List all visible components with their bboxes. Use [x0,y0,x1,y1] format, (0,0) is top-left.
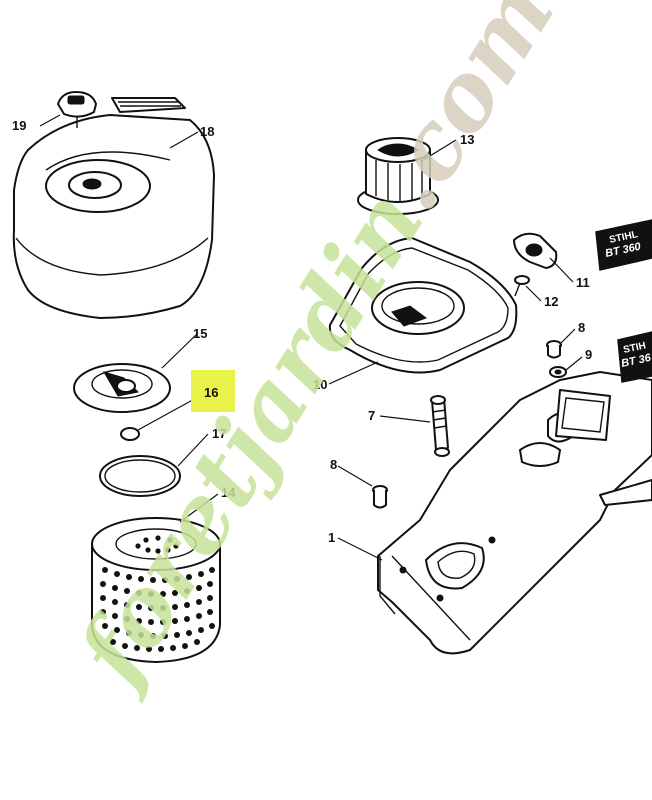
label-1: 1 [328,530,335,545]
part-1-housing [377,371,652,655]
part-8-screw-upper [546,340,562,359]
part-18-filter-cover [12,97,215,319]
part-11-flange [513,232,558,269]
label-8-lower: 8 [330,457,337,472]
decal-stihl-bt360: STIHL BT 360 [595,219,652,271]
part-labels: 19 18 15 16 17 14 13 11 12 8 9 10 7 8 1 [12,118,592,545]
part-14-filter-element [91,517,221,663]
decal-stihl-bt360-partial: STIH BT 36 [617,331,652,383]
part-7-stud [430,395,450,457]
label-8-upper: 8 [578,320,585,335]
part-15-retainer [73,363,171,413]
ribbed-grip-pad [111,97,186,113]
label-14: 14 [221,485,236,500]
label-18: 18 [200,124,214,139]
part-13-pre-filter [357,137,439,215]
label-17: 17 [212,426,226,441]
label-19: 19 [12,118,26,133]
label-12: 12 [544,294,558,309]
label-16: 16 [204,385,218,400]
label-7: 7 [368,408,375,423]
label-11: 11 [576,275,590,290]
label-9: 9 [585,347,592,362]
part-17-large-o-ring [99,455,181,497]
part-9-washer [549,366,567,378]
part-19-knob [57,91,97,128]
part-16-small-o-ring [120,427,140,441]
leader-lines [39,114,583,561]
perforation-pattern [100,535,215,652]
part-10-base-plate [328,237,518,374]
highlight-box [191,370,235,412]
label-13: 13 [460,132,474,147]
part-8-screw-lower [372,485,388,509]
part-12-screw [514,275,530,297]
label-10: 10 [313,377,327,392]
decal-partial-brand-text: STIH [622,340,647,355]
label-15: 15 [193,326,207,341]
